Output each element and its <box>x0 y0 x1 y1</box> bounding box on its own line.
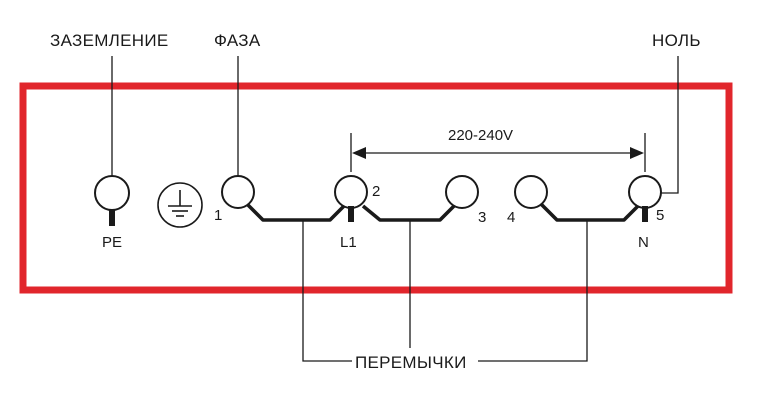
jumper-leader-right <box>478 220 588 362</box>
neutral-leader-line <box>659 56 679 194</box>
neutral-label: НОЛЬ <box>652 31 701 50</box>
jumper-2-3 <box>361 202 458 222</box>
jumpers-label: ПЕРЕМЫЧКИ <box>355 353 467 372</box>
pe-label: PE <box>102 234 122 251</box>
terminal-block-frame <box>19 82 733 294</box>
voltage-arrow-left-head <box>352 147 366 159</box>
terminal-5-number: 5 <box>656 207 664 224</box>
n-label: N <box>638 234 649 251</box>
terminal-pe <box>94 175 130 211</box>
voltage-arrow-right-head <box>630 147 644 159</box>
jumper-1-2 <box>245 202 346 222</box>
terminal-3-number: 3 <box>478 209 486 226</box>
pe-pin <box>109 210 115 226</box>
n-pin <box>642 206 648 222</box>
terminal-1 <box>221 175 255 209</box>
terminal-5 <box>628 175 662 209</box>
terminal-1-number: 1 <box>214 207 222 224</box>
terminal-4-number: 4 <box>507 209 515 226</box>
l1-pin <box>348 206 354 222</box>
ground-label: ЗАЗЕМЛЕНИЕ <box>50 31 169 50</box>
terminal-4 <box>514 175 548 209</box>
terminal-3 <box>445 175 479 209</box>
voltage-label: 220-240V <box>448 127 513 144</box>
terminal-2 <box>334 175 368 209</box>
terminal-2-number: 2 <box>372 183 380 200</box>
ground-symbol-icon <box>157 182 203 228</box>
phase-label: ФАЗА <box>214 31 261 50</box>
jumper-4-5 <box>539 202 640 222</box>
jumper-leader-left <box>302 220 352 362</box>
l1-label: L1 <box>340 234 357 251</box>
